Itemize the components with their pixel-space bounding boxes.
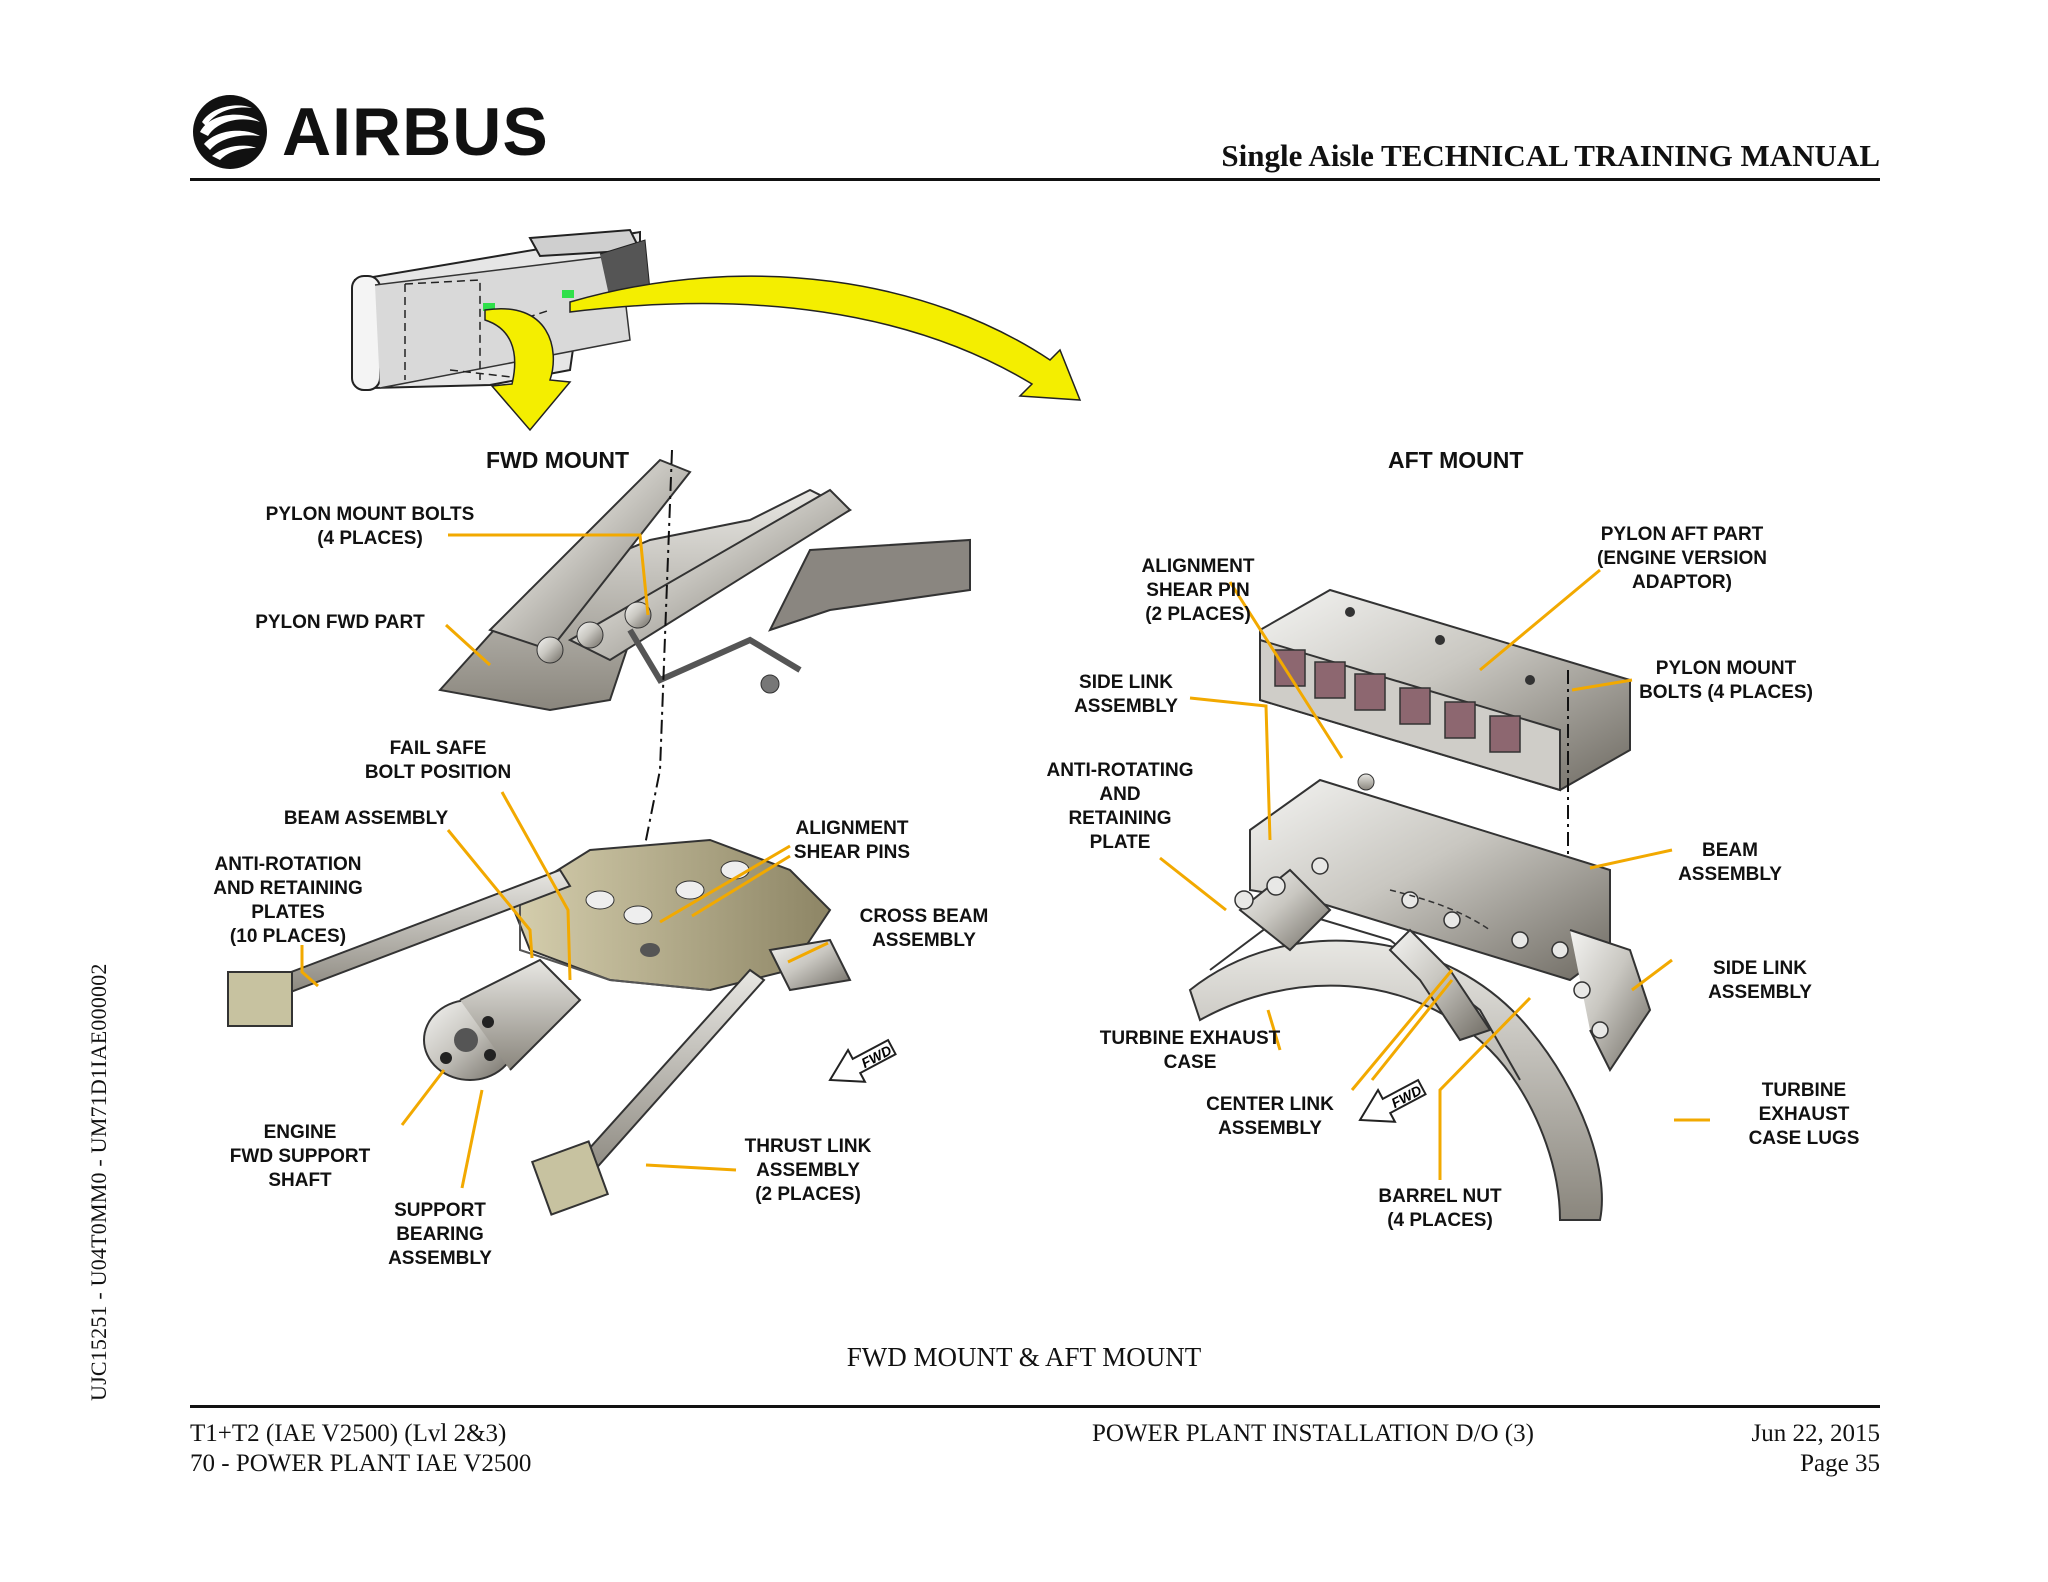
fwd-leader-lines (300, 533, 829, 1189)
pylon-aft-part-label-3: ADAPTOR) (1632, 572, 1732, 593)
fail-safe-label: FAIL SAFE (390, 738, 487, 759)
aft-mount-drawing: FWD (1188, 588, 1652, 1221)
support-bearing-label: SUPPORT (394, 1200, 486, 1221)
turbine-exhaust-lugs-label-3: CASE LUGS (1749, 1128, 1860, 1149)
anti-rotating-label-2: AND (1099, 784, 1140, 805)
footer-chapter: 70 - POWER PLANT IAE V2500 (190, 1450, 532, 1477)
fwd-labels: PYLON MOUNT BOLTS (4 PLACES) PYLON FWD PA… (213, 504, 988, 1269)
fail-safe-label-2: BOLT POSITION (365, 762, 511, 783)
aft-mount-title: AFT MOUNT (1388, 447, 1523, 473)
footer-section: POWER PLANT INSTALLATION D/O (3) (1092, 1420, 1534, 1447)
pylon-fwd-part-label: PYLON FWD PART (255, 612, 425, 633)
alignment-shear-pin-label-2: SHEAR PIN (1146, 580, 1249, 601)
fwd-beam-assembly-label: BEAM ASSEMBLY (284, 808, 449, 829)
airbus-logo: AIRBUS (190, 92, 550, 172)
fwd-mount-title: FWD MOUNT (486, 447, 629, 473)
footer-course: T1+T2 (IAE V2500) (Lvl 2&3) (190, 1420, 507, 1447)
footer-page: Page 35 (1800, 1450, 1880, 1477)
thrust-link-label-3: (2 PLACES) (755, 1184, 861, 1205)
aft-beam-assembly-label: BEAM (1702, 840, 1758, 861)
center-link-label-2: ASSEMBLY (1218, 1118, 1322, 1139)
fwd-callout-arrow (484, 307, 572, 432)
engine-fwd-support-label: ENGINE (264, 1122, 337, 1143)
aft-pylon-mount-bolts-label-2: BOLTS (4 PLACES) (1639, 682, 1813, 703)
figure-caption: FWD MOUNT & AFT MOUNT (846, 1342, 1202, 1372)
aft-leader-lines (1159, 568, 1710, 1180)
alignment-shear-pins-label-2: SHEAR PINS (794, 842, 910, 863)
cross-beam-label: CROSS BEAM (860, 906, 989, 927)
airbus-emblem-icon (193, 95, 267, 169)
aft-side-link-upper-label: SIDE LINK (1079, 672, 1173, 693)
support-bearing-label-2: BEARING (396, 1224, 484, 1245)
center-link-label: CENTER LINK (1206, 1094, 1334, 1115)
turbine-exhaust-lugs-label-2: EXHAUST (1759, 1104, 1850, 1125)
fwd-pylon-mount-bolts-label: PYLON MOUNT BOLTS (266, 504, 475, 525)
engine-fwd-support-label-3: SHAFT (268, 1170, 332, 1191)
barrel-nut-label: BARREL NUT (1378, 1186, 1502, 1207)
thrust-link-label-2: ASSEMBLY (756, 1160, 860, 1181)
anti-rotation-label-3: PLATES (251, 902, 325, 923)
engine-nacelle-icon (351, 228, 651, 391)
aft-beam-assembly-label-2: ASSEMBLY (1678, 864, 1782, 885)
turbine-exhaust-case-label: TURBINE EXHAUST (1100, 1028, 1281, 1049)
anti-rotating-label-4: PLATE (1090, 832, 1151, 853)
header-rule (190, 178, 1880, 181)
alignment-shear-pin-label-3: (2 PLACES) (1145, 604, 1251, 625)
thrust-link-label: THRUST LINK (745, 1136, 872, 1157)
engine-fwd-support-label-2: FWD SUPPORT (230, 1146, 371, 1167)
svg-text:BARREL NUT(4 PLACES): BARREL NUT (4 PLACES) (1378, 1186, 1502, 1231)
anti-rotating-label-3: RETAINING (1068, 808, 1171, 829)
cross-beam-label-2: ASSEMBLY (872, 930, 976, 951)
aft-side-link-upper-label-2: ASSEMBLY (1074, 696, 1178, 717)
anti-rotation-label-2: AND RETAINING (213, 878, 363, 899)
anti-rotation-label: ANTI-ROTATION (214, 854, 361, 875)
aft-side-link-lower-label: SIDE LINK (1713, 958, 1807, 979)
fwd-pylon-mount-bolts-label-2: (4 PLACES) (317, 528, 423, 549)
turbine-exhaust-lugs-label: TURBINE (1762, 1080, 1846, 1101)
anti-rotating-label: ANTI-ROTATING (1046, 760, 1193, 781)
document-code: UJC15251 - U04T0MM0 - UM71D1IAE000002 (86, 963, 111, 1401)
aft-labels: ALIGNMENT SHEAR PIN (2 PLACES) PYLON AFT P… (1046, 524, 1859, 1231)
pylon-aft-part-label-2: (ENGINE VERSION (1597, 548, 1767, 569)
mount-figure: FWD MOUNT AFT MOUNT (213, 228, 1859, 1269)
aft-pylon-mount-bolts-label: PYLON MOUNT (1656, 658, 1797, 679)
alignment-shear-pin-label: ALIGNMENT (1142, 556, 1255, 577)
aft-callout-arrow (569, 275, 1082, 401)
aft-side-link-lower-label-2: ASSEMBLY (1708, 982, 1812, 1003)
footer-date: Jun 22, 2015 (1751, 1420, 1880, 1447)
support-bearing-label-3: ASSEMBLY (388, 1248, 492, 1269)
barrel-nut-label-2: (4 PLACES) (1387, 1210, 1493, 1231)
pylon-aft-part-label: PYLON AFT PART (1601, 524, 1764, 545)
anti-rotation-label-4: (10 PLACES) (230, 926, 346, 947)
brand-name: AIRBUS (282, 94, 549, 170)
turbine-exhaust-case-label-2: CASE (1164, 1052, 1217, 1073)
footer-rule (190, 1405, 1880, 1408)
svg-text:PYLON MOUNT BOLTS(4 PLACES): PYLON MOUNT BOLTS (4 PLACES) (266, 504, 475, 549)
manual-title: Single Aisle TECHNICAL TRAINING MANUAL (1221, 138, 1880, 173)
alignment-shear-pins-label: ALIGNMENT (796, 818, 909, 839)
